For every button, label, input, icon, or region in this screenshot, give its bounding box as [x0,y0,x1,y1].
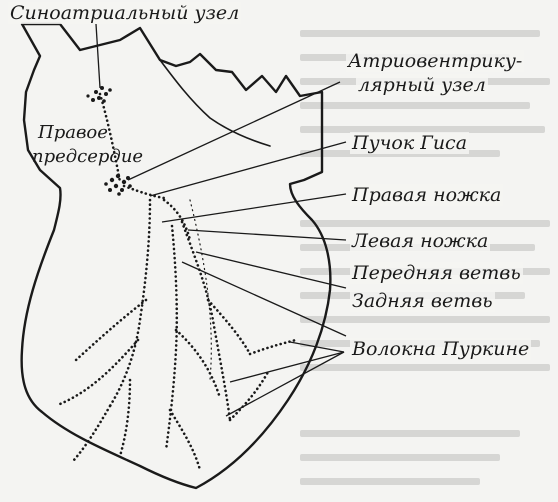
right-branch-path-2 [74,298,148,362]
leader-purkinje-1 [229,351,345,383]
label-av-node-1: Атриовентрику- [346,50,525,72]
septum-line [189,199,212,381]
label-anterior-branch: Передняя ветвь [350,262,523,284]
his-bundle-path [122,184,166,200]
label-his-bundle: Пучок Гиса [350,132,470,154]
label-right-atrium-1: Правое [38,122,108,143]
label-av-node-2: лярный узел [356,74,488,96]
leader-right-branch [161,193,347,223]
posterior-branch-path-2 [174,328,222,400]
posterior-branch-path-3 [168,408,202,472]
right-branch-path [108,198,152,408]
av-node [104,173,132,196]
leader-his-bundle [149,141,347,197]
right-branch-path-3 [58,338,140,406]
leader-purkinje-2 [225,351,345,417]
purkinje-path-2 [118,378,132,458]
label-right-atrium-2: предсердие [32,146,144,167]
label-purkinje-fibers: Волокна Пуркине [350,338,532,360]
leader-sinoatrial [95,23,101,89]
anterior-branch-path-2 [206,298,252,356]
left-branch-path [162,198,192,242]
label-left-branch: Левая ножка [350,230,491,252]
posterior-branch-path [164,224,179,452]
atrium-wall [159,59,271,147]
leader-anterior-branch [195,251,347,289]
label-sinoatrial-node: Синоатриальный узел [8,2,242,24]
leader-left-branch [187,229,347,241]
sinoatrial-node [86,86,112,103]
purkinje-path-3 [228,370,270,422]
heart-outline [20,22,332,490]
label-posterior-branch: Задняя ветвь [350,290,495,312]
purkinje-path-4 [248,338,298,356]
anterior-branch-path [180,220,232,422]
leader-av-node [127,81,341,181]
leader-purkinje-3 [289,341,345,353]
label-right-branch: Правая ножка [350,184,504,206]
purkinje-path-1 [72,404,112,462]
leader-posterior-branch [181,261,347,337]
